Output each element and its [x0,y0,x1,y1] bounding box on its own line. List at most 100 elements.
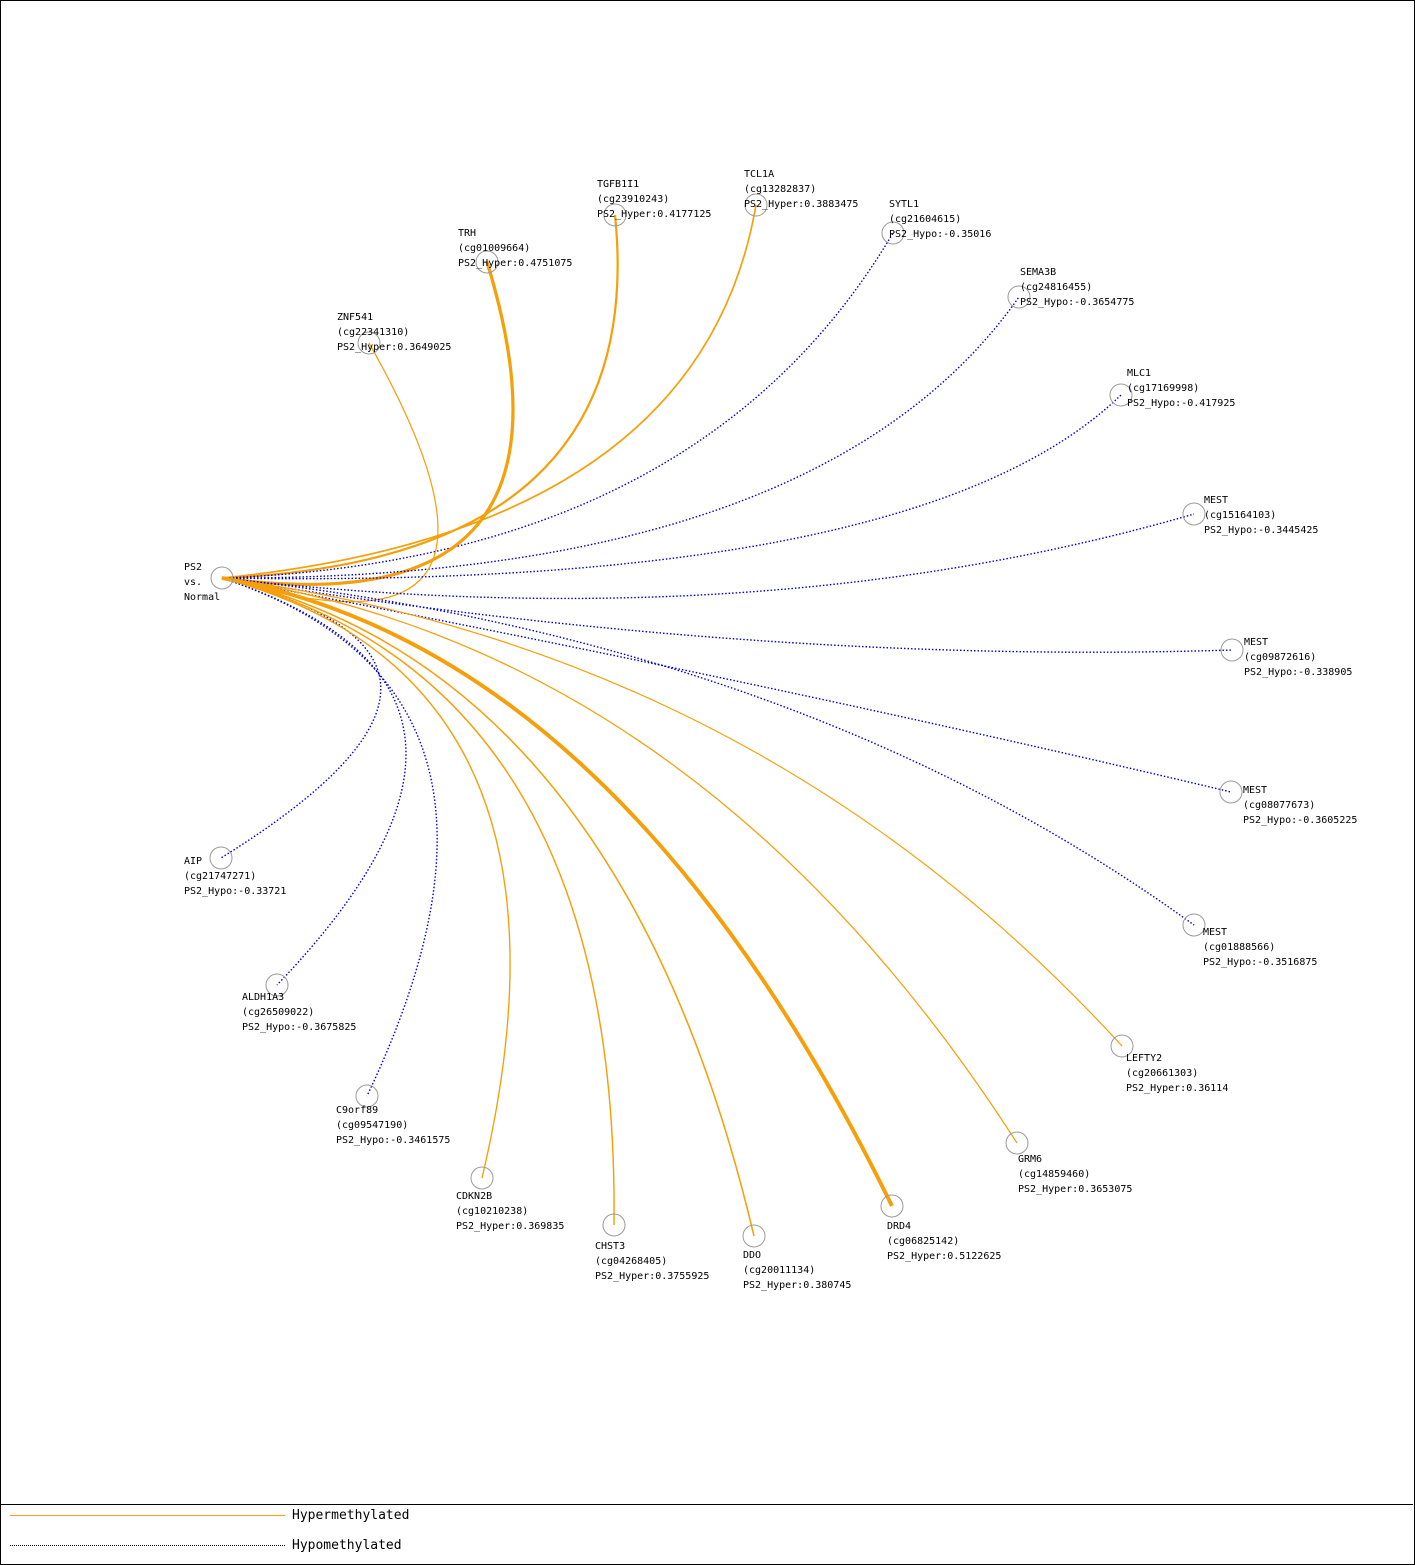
node-gene-label: DRD4 [887,1221,911,1232]
node-probe-label: (cg20661303) [1126,1068,1198,1079]
node-value-label: PS2_Hyper:0.3653075 [1018,1184,1132,1195]
node-lefty2-13[interactable] [1110,1034,1134,1058]
node-tgfb1i1-0[interactable] [603,203,627,227]
node-trh-3[interactable] [475,250,499,274]
node-value-label: PS2_Hypo:-0.33721 [184,886,286,897]
node-probe-label: (cg26509022) [242,1007,314,1018]
edge-aip-10 [220,577,382,859]
node-mest-7[interactable] [1182,502,1206,526]
node-gene-label: TGFB1I1 [597,179,639,190]
node-c9orf89-14[interactable] [355,1084,379,1108]
edge-mest-9 [221,577,1232,793]
node-cdkn2b-16[interactable] [470,1166,494,1190]
edge-mest-8 [221,577,1233,653]
legend-hyper-label: Hypermethylated [292,1508,410,1523]
node-probe-label: (cg06825142) [887,1236,959,1247]
node-probe-label: (cg09547190) [336,1120,408,1131]
node-value-label: PS2_Hyper:0.4177125 [597,209,711,220]
node-gene-label: SYTL1 [889,199,919,210]
edge-tcl1a-1 [221,204,757,579]
node-chst3-18[interactable] [602,1213,626,1237]
hub-node[interactable] [210,566,234,590]
node-probe-label: (cg22341310) [337,327,409,338]
node-value-label: PS2_Hypo:-0.3605225 [1243,815,1357,826]
node-gene-label: TCL1A [744,169,774,180]
node-value-label: PS2_Hypo:-0.417925 [1127,398,1235,409]
edge-aldh1a3-12 [221,577,407,986]
node-value-label: PS2_Hyper:0.5122625 [887,1251,1001,1262]
node-gene-label: GRM6 [1018,1154,1042,1165]
node-probe-label: (cg24816455) [1020,282,1092,293]
edge-trh-3 [221,261,515,587]
node-gene-label: LEFTY2 [1126,1053,1162,1064]
legend-hypo-label: Hypomethylated [292,1538,402,1553]
node-value-label: PS2_Hypo:-0.3516875 [1203,957,1317,968]
node-mest-11[interactable] [1182,913,1206,937]
node-gene-label: MLC1 [1127,368,1151,379]
methylation-network: PS2 vs. Normal TGFB1I1 (cg23910243) PS2_Hyper… [184,169,1357,1291]
node-probe-label: (cg21747271) [184,871,256,882]
edge-mest-7 [221,513,1195,600]
node-value-label: PS2_Hyper:0.380745 [743,1280,851,1291]
edge-sytl1-2 [221,232,894,579]
edge-mlc1-6 [221,394,1122,580]
node-value-label: PS2_Hypo:-0.35016 [889,229,991,240]
node-value-label: PS2_Hypo:-0.3461575 [336,1135,450,1146]
node-gene-label: MEST [1204,495,1228,506]
legend-divider [0,1504,1413,1505]
node-probe-label: (cg13282837) [744,184,816,195]
node-gene-label: ALDH1A3 [242,992,284,1003]
node-probe-label: (cg08077673) [1243,800,1315,811]
node-sema3b-4[interactable] [1007,285,1031,309]
node-probe-label: (cg01888566) [1203,942,1275,953]
node-znf541-5[interactable] [357,331,381,355]
node-gene-label: TRH [458,228,476,239]
node-probe-label: (cg23910243) [597,194,669,205]
node-gene-label: MEST [1243,785,1267,796]
node-probe-label: (cg10210238) [456,1206,528,1217]
node-drd4-17[interactable] [880,1194,904,1218]
node-probe-label: (cg17169998) [1127,383,1199,394]
node-gene-label: SEMA3B [1020,267,1056,278]
node-gene-label: C9orf89 [336,1105,378,1116]
node-value-label: PS2_Hypo:-0.3654775 [1020,297,1134,308]
edge-lefty2-13 [221,577,1123,1047]
node-mlc1-6[interactable] [1109,383,1133,407]
node-value-label: PS2_Hyper:0.3883475 [744,199,858,210]
node-value-label: PS2_Hypo:-0.338905 [1244,667,1352,678]
edge-cdkn2b-16 [221,577,511,1179]
node-value-label: PS2_Hyper:0.4751075 [458,258,572,269]
hub-label-line: vs. [184,577,202,588]
node-probe-label: (cg15164103) [1204,510,1276,521]
node-gene-label: MEST [1244,637,1268,648]
node-sytl1-2[interactable] [881,221,905,245]
node-mest-8[interactable] [1220,638,1244,662]
node-probe-label: (cg14859460) [1018,1169,1090,1180]
node-ddo-19[interactable] [742,1224,766,1248]
node-value-label: PS2_Hyper:0.369835 [456,1221,564,1232]
node-tcl1a-1[interactable] [744,193,768,217]
edge-drd4-17 [221,576,894,1207]
edge-ddo-19 [221,577,755,1237]
edge-tgfb1i1-0 [221,214,619,580]
node-mest-9[interactable] [1219,780,1243,804]
hub-label-line: Normal [184,592,220,603]
node-probe-label: (cg04268405) [595,1256,667,1267]
edge-mest-11 [221,577,1195,926]
node-aldh1a3-12[interactable] [265,973,289,997]
node-gene-label: DDO [743,1250,761,1261]
node-probe-label: (cg20011134) [743,1265,815,1276]
node-value-label: PS2_Hypo:-0.3675825 [242,1022,356,1033]
legend-hyper-swatch [10,1515,285,1516]
hub-label-line: PS2 [184,562,202,573]
node-value-label: PS2_Hypo:-0.3445425 [1204,525,1318,536]
node-aip-10[interactable] [209,846,233,870]
node-value-label: PS2_Hyper:0.3755925 [595,1271,709,1282]
node-probe-label: (cg01009664) [458,243,530,254]
edge-sema3b-4 [221,296,1020,579]
node-value-label: PS2_Hyper:0.36114 [1126,1083,1228,1094]
edge-chst3-18 [221,577,615,1226]
node-grm6-15[interactable] [1005,1131,1029,1155]
node-gene-label: CDKN2B [456,1191,492,1202]
